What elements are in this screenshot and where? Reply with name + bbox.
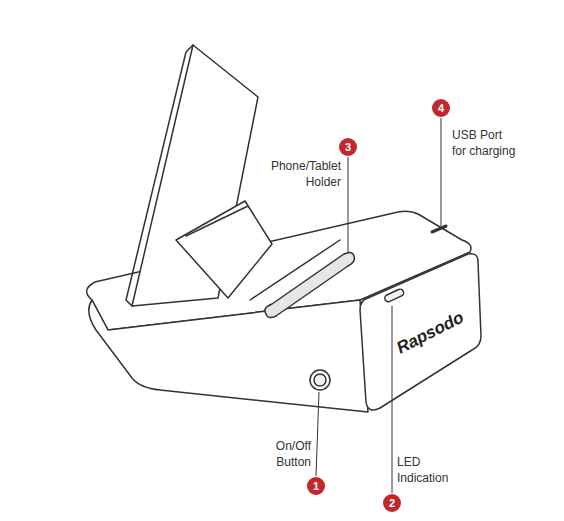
callout-number: 3 <box>339 138 357 156</box>
base-front <box>89 300 368 412</box>
support-plate <box>176 201 272 298</box>
plate-fold <box>186 206 248 236</box>
leader-line <box>441 118 442 226</box>
end-panel <box>360 254 481 410</box>
holder-slot <box>265 252 355 317</box>
power-button <box>310 370 330 390</box>
leader-line <box>392 306 393 493</box>
callout-text: 4 <box>438 103 444 114</box>
part-label: On/Off Button <box>266 438 311 470</box>
callout-text: 1 <box>313 481 319 492</box>
led-light <box>384 288 405 303</box>
callout-number: 2 <box>383 494 401 512</box>
leader-line <box>316 392 319 476</box>
leader-line <box>348 157 349 252</box>
part-label: Phone/Tablet Holder <box>261 158 341 190</box>
part-label: LED Indication <box>397 454 455 486</box>
stand-edge <box>126 45 193 306</box>
power-button-inner <box>314 374 326 386</box>
callout-text: 3 <box>345 142 351 153</box>
callout-number: 4 <box>432 99 450 117</box>
holder-groove <box>250 240 340 300</box>
callout-text: 2 <box>389 498 395 509</box>
callout-number: 1 <box>307 477 325 495</box>
part-label: USB Port for charging <box>452 127 518 159</box>
usb-port <box>432 226 446 232</box>
